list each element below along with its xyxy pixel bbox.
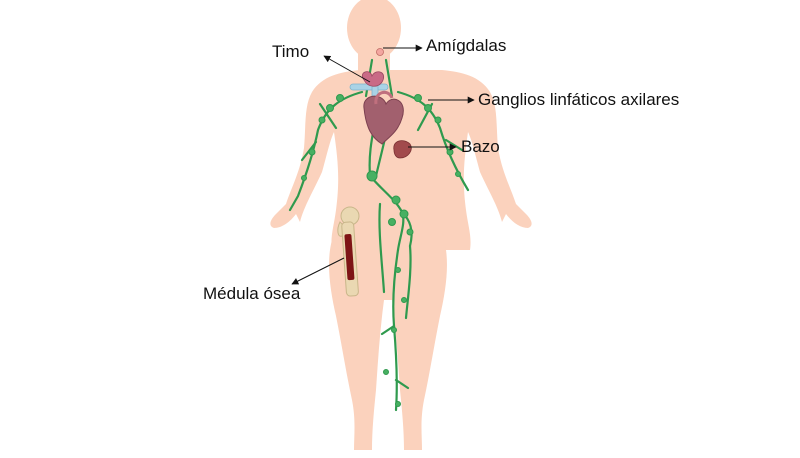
label-medula-osea: Médula ósea: [203, 284, 301, 303]
label-arrows: [291, 44, 475, 285]
spleen: [393, 140, 412, 159]
heart: [363, 95, 404, 145]
thymus: [362, 71, 384, 87]
lymph-nodes: [301, 94, 461, 407]
tonsils: [376, 48, 384, 56]
torso: [270, 70, 532, 250]
femur: [337, 206, 360, 297]
aorta: [374, 90, 394, 105]
label-bazo: Bazo: [461, 137, 500, 156]
bone-marrow: [344, 233, 355, 281]
head: [347, 0, 401, 60]
label-timo: Timo: [272, 42, 310, 61]
arrow-medula: [291, 257, 345, 285]
label-amigdalas: Amígdalas: [426, 36, 507, 55]
arrow-timo: [323, 55, 371, 83]
label-ganglios-axilares: Ganglios linfáticos axilares: [478, 90, 680, 109]
